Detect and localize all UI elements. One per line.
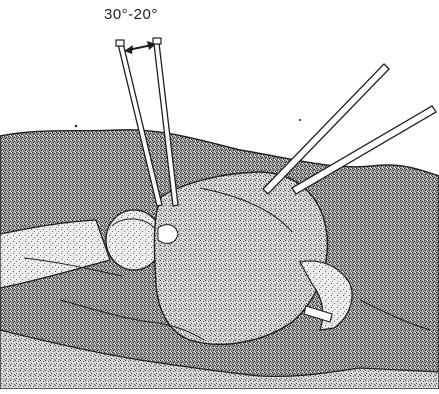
- angle-indicator: [124, 41, 156, 54]
- scan-dot: [299, 119, 301, 121]
- scan-dot: [75, 125, 77, 127]
- angle-annotation-label: 30°-20°: [104, 6, 184, 23]
- articular-notch: [158, 225, 178, 244]
- cannula-left-b-cap: [153, 38, 161, 44]
- cannula-left-a-cap: [116, 40, 124, 46]
